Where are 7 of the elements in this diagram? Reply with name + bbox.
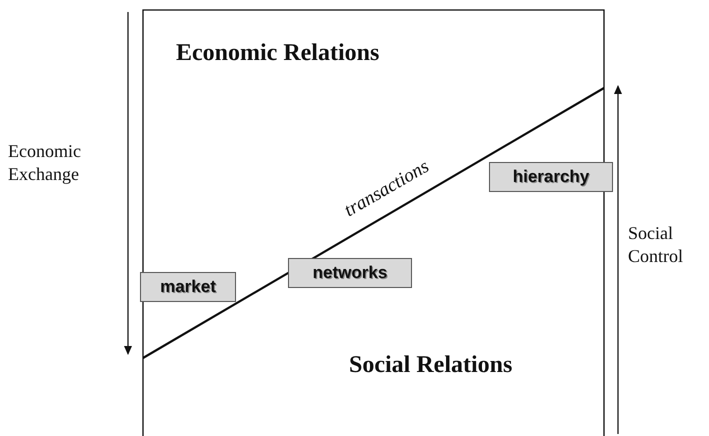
label-box: hierarchy [489, 162, 613, 192]
region-heading: Social Relations [349, 352, 512, 379]
axis-label: Social Control [628, 222, 684, 268]
axis-label: Economic Exchange [8, 140, 82, 186]
label-box: market [140, 272, 236, 302]
label-box: networks [288, 258, 412, 288]
region-heading: Economic Relations [176, 40, 380, 67]
